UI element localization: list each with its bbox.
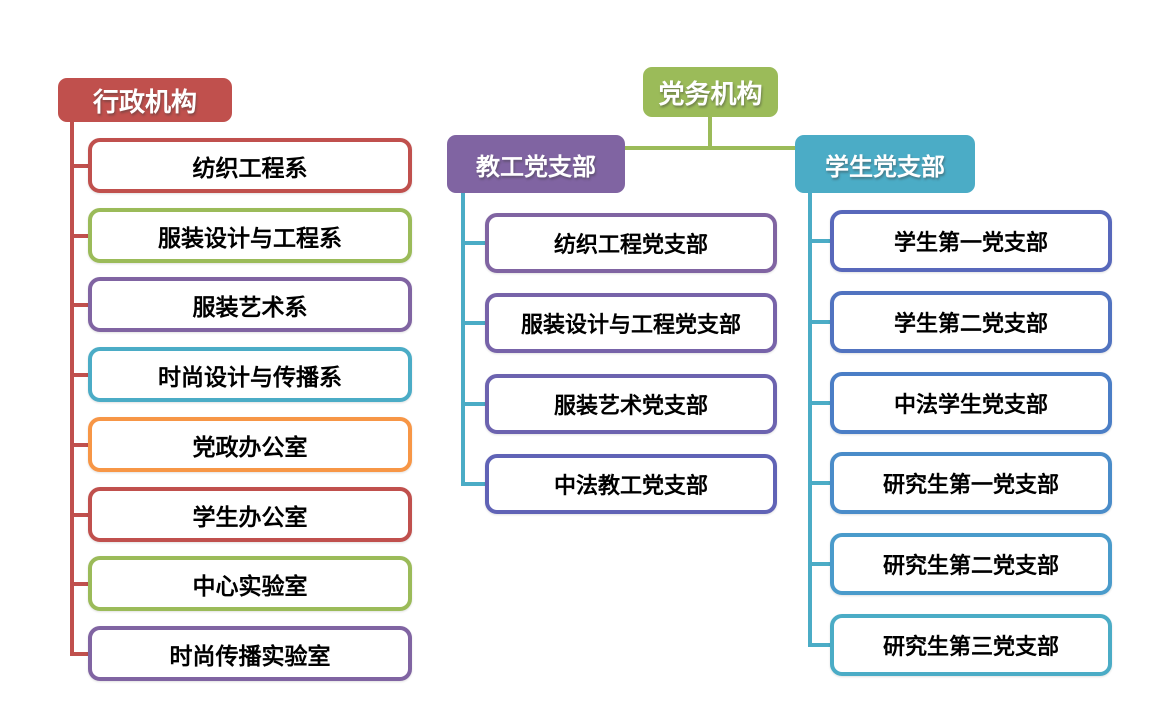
student-branch-node: 研究生第三党支部 <box>830 614 1112 676</box>
faculty-branch-node: 服装艺术党支部 <box>485 374 777 434</box>
admin-dept-node: 服装艺术系 <box>88 277 412 332</box>
admin-dept-stub-connector <box>70 373 88 377</box>
right-tree-header-party: 党务机构 <box>643 67 778 117</box>
student-branch-node: 学生第二党支部 <box>830 291 1112 353</box>
branch-header-faculty-party: 教工党支部 <box>447 135 625 193</box>
admin-dept-node: 时尚设计与传播系 <box>88 347 412 402</box>
student-branch-stub-connector <box>808 320 830 324</box>
student-branch-node: 研究生第二党支部 <box>830 533 1112 595</box>
admin-dept-node: 学生办公室 <box>88 487 412 542</box>
faculty-branch-stub-connector <box>461 482 485 486</box>
faculty-branch-node: 纺织工程党支部 <box>485 213 777 273</box>
faculty-branch-vertical-connector <box>461 193 465 486</box>
admin-dept-stub-connector <box>70 582 88 586</box>
student-branch-node: 学生第一党支部 <box>830 210 1112 272</box>
faculty-branch-node: 服装设计与工程党支部 <box>485 293 777 353</box>
faculty-branch-stub-connector <box>461 402 485 406</box>
admin-dept-node: 时尚传播实验室 <box>88 626 412 681</box>
admin-dept-stub-connector <box>70 513 88 517</box>
admin-dept-node: 服装设计与工程系 <box>88 208 412 263</box>
faculty-branch-stub-connector <box>461 321 485 325</box>
branch-header-student-party: 学生党支部 <box>795 135 975 193</box>
student-branch-stub-connector <box>808 401 830 405</box>
faculty-branch-node: 中法教工党支部 <box>485 454 777 514</box>
admin-dept-node: 纺织工程系 <box>88 138 412 193</box>
student-branch-stub-connector <box>808 562 830 566</box>
student-branch-node: 中法学生党支部 <box>830 372 1112 434</box>
admin-dept-stub-connector <box>70 443 88 447</box>
student-branch-stub-connector <box>808 643 830 647</box>
party-root-vertical-connector <box>708 117 712 148</box>
admin-dept-node: 中心实验室 <box>88 556 412 611</box>
admin-dept-stub-connector <box>70 652 88 656</box>
admin-dept-node: 党政办公室 <box>88 417 412 472</box>
admin-dept-stub-connector <box>70 303 88 307</box>
faculty-branch-stub-connector <box>461 241 485 245</box>
admin-dept-vertical-connector <box>70 122 74 656</box>
admin-dept-stub-connector <box>70 234 88 238</box>
student-branch-stub-connector <box>808 239 830 243</box>
party-root-horizontal-connector <box>625 146 795 150</box>
student-branch-node: 研究生第一党支部 <box>830 452 1112 514</box>
student-branch-stub-connector <box>808 481 830 485</box>
left-tree-header-admin: 行政机构 <box>58 78 232 122</box>
admin-dept-stub-connector <box>70 164 88 168</box>
student-branch-vertical-connector <box>808 193 812 647</box>
